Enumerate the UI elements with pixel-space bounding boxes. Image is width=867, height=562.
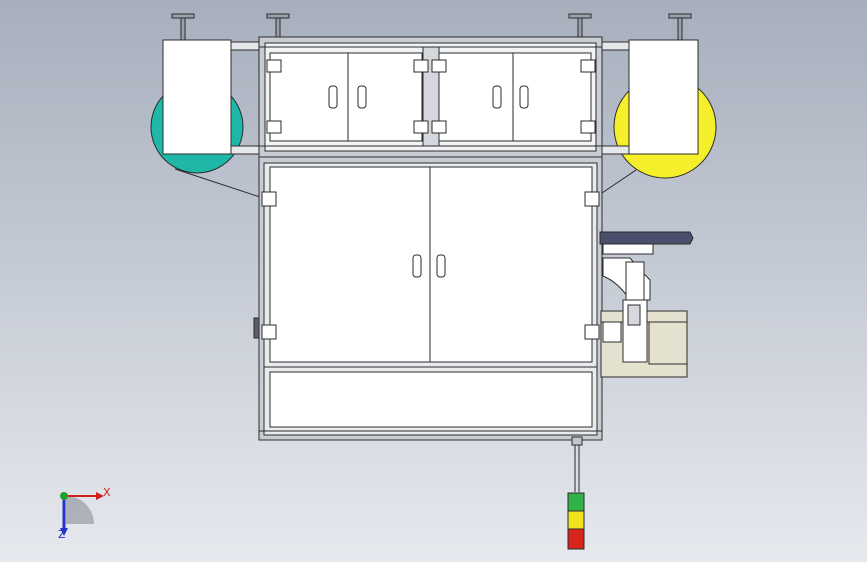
tower-light-green xyxy=(567,492,585,512)
handle xyxy=(357,85,367,109)
cross-bar-right-top xyxy=(599,41,630,51)
handle xyxy=(436,254,446,278)
tower-light-yellow xyxy=(567,510,585,530)
side-mechanism xyxy=(599,231,694,378)
hinge xyxy=(584,324,600,340)
cross-bar-left-top xyxy=(230,41,262,51)
leader-line-right xyxy=(595,169,637,198)
roll-housing-right xyxy=(628,39,699,155)
hinge xyxy=(413,59,429,73)
lower-door-right xyxy=(429,166,593,363)
leveling-foot-4 xyxy=(668,13,692,41)
upper-door-3 xyxy=(438,52,514,142)
cross-bar-left-bottom xyxy=(230,145,262,155)
hinge xyxy=(584,191,600,207)
axis-x-label: X xyxy=(103,486,111,499)
guide-plate xyxy=(599,231,694,245)
handle xyxy=(492,85,502,109)
handle xyxy=(519,85,529,109)
leveling-foot-2 xyxy=(266,13,290,41)
tower-light-red xyxy=(567,528,585,550)
hinge xyxy=(261,324,277,340)
handle xyxy=(328,85,338,109)
leveling-foot-3 xyxy=(568,13,592,41)
signal-tower xyxy=(567,436,585,550)
leader-line-left xyxy=(174,168,264,199)
hinge xyxy=(266,120,282,134)
lower-cabinet xyxy=(253,156,603,441)
hinge xyxy=(431,59,447,73)
leveling-foot-1 xyxy=(171,13,195,41)
lower-drawer-panel xyxy=(269,371,593,428)
side-latch xyxy=(253,317,260,339)
axis-triad xyxy=(60,492,104,536)
hinge xyxy=(266,59,282,73)
lower-door-left xyxy=(269,166,431,363)
axis-y-marker xyxy=(60,492,68,500)
axis-z-label: Z xyxy=(58,528,66,541)
hinge xyxy=(413,120,429,134)
hinge xyxy=(431,120,447,134)
cross-bar-right-bottom xyxy=(599,145,630,155)
hinge xyxy=(261,191,277,207)
handle xyxy=(412,254,422,278)
upper-cabinet xyxy=(258,36,603,158)
hinge xyxy=(580,59,596,73)
roll-housing-left xyxy=(162,39,232,155)
hinge xyxy=(580,120,596,134)
leveling-feet xyxy=(171,13,692,41)
